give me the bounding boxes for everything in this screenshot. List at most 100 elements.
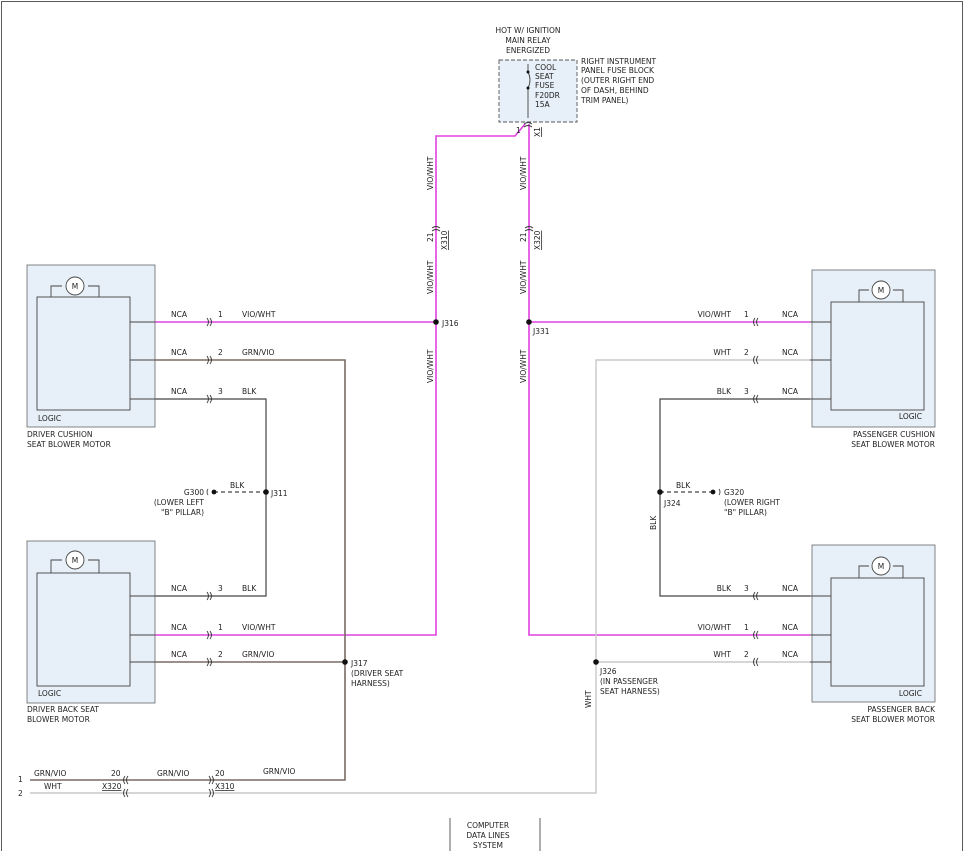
ground-g300-label-2: (LOWER LEFT — [154, 498, 205, 507]
ground-g320-label-3: "B" PILLAR) — [724, 508, 767, 517]
ground-g320-label-1: G320 — [724, 488, 744, 497]
fuse-line-2: SEAT — [535, 72, 554, 81]
passenger-cushion-motor-bracket — [858, 289, 904, 302]
wire-label-wht-vertical: WHT — [584, 690, 593, 708]
x1-label: X1 — [533, 127, 542, 137]
passenger-back-nca-1: NCA — [782, 584, 799, 593]
passenger-back-pin-3: 2 — [744, 650, 749, 659]
splice-j326-label-1: J326 — [599, 667, 617, 676]
fuse-block-name-2: PANEL FUSE BLOCK — [581, 66, 655, 75]
passenger-cushion-motor-icon — [871, 280, 891, 300]
passenger-back-motor: M LOGIC — [810, 544, 936, 703]
driver-cushion-motor-icon — [65, 276, 85, 296]
driver-cushion-name-1: DRIVER CUSHION — [27, 430, 93, 439]
fuse-line-3: FUSE — [535, 81, 555, 90]
power-condition-1: HOT W/ IGNITION — [496, 26, 561, 35]
driver-back-motor-bracket — [50, 559, 100, 573]
driver-cushion-wire-1: VIO/WHT — [242, 310, 276, 319]
passenger-back-wire-2: VIO/WHT — [698, 623, 732, 632]
bottom-line-2-wire: WHT — [44, 782, 62, 791]
splice-j326 — [593, 659, 599, 665]
driver-cushion-pin-3: 3 — [218, 387, 223, 396]
x320-pin: 21 — [519, 232, 528, 242]
wire-label-blk-g320: BLK — [676, 481, 691, 490]
system-ref-3: SYSTEM — [473, 841, 503, 850]
fuse-line-1: COOL — [535, 63, 557, 72]
passenger-back-pin-1: 3 — [744, 584, 749, 593]
driver-back-inner — [36, 572, 131, 687]
driver-cushion-pin-2: 2 — [218, 348, 223, 357]
bottom-line-1-num: 1 — [18, 775, 23, 784]
driver-back-motor-icon — [65, 550, 85, 570]
passenger-cushion-name-2: SEAT BLOWER MOTOR — [851, 440, 935, 449]
passenger-cushion-name-1: PASSENGER CUSHION — [853, 430, 935, 439]
fuse-block-name-5: TRIM PANEL) — [580, 96, 629, 105]
ground-g300-label-1: G300 — [184, 488, 204, 497]
passenger-back-motor-icon — [871, 556, 891, 576]
ground-g320-tick — [718, 488, 721, 496]
passenger-back-motor-bracket — [858, 565, 904, 578]
x1-pin: 1 — [516, 126, 521, 135]
bottom-x320-pin: 20 — [111, 769, 121, 778]
driver-back-nca-1: NCA — [171, 584, 188, 593]
driver-back-pin-3: 2 — [218, 650, 223, 659]
driver-back-motor: M LOGIC — [26, 540, 156, 704]
ground-g300-label-3: "B" PILLAR) — [161, 508, 204, 517]
driver-back-motor-letter: M — [72, 556, 78, 565]
passenger-cushion-inner — [830, 301, 925, 411]
driver-back-name-2: BLOWER MOTOR — [27, 715, 90, 724]
splice-j326-label-2: (IN PASSENGER — [600, 677, 658, 686]
passenger-back-name-2: SEAT BLOWER MOTOR — [851, 715, 935, 724]
system-ref-1: COMPUTER — [467, 821, 509, 830]
wire-wht-passenger — [30, 359, 810, 794]
splice-j311 — [263, 489, 269, 495]
fuse-line-5: 15A — [535, 100, 551, 109]
driver-cushion-motor-letter: M — [72, 282, 78, 291]
driver-back-pin-2: 1 — [218, 623, 223, 632]
passenger-back-name-1: PASSENGER BACK — [868, 705, 937, 714]
system-ref-2: DATA LINES — [466, 831, 509, 840]
driver-cushion-motor: M LOGIC — [26, 264, 156, 428]
passenger-back-inner — [830, 577, 925, 687]
driver-back-wire-2: VIO/WHT — [242, 623, 276, 632]
driver-cushion-pin-1: 1 — [218, 310, 223, 319]
passenger-cushion-motor: M LOGIC — [810, 269, 936, 428]
bottom-x310-label: X310 — [215, 782, 235, 791]
wire-vio-wht-fuse-right — [528, 124, 810, 636]
driver-cushion-wire-3: BLK — [242, 387, 257, 396]
fuse-terminal-top — [526, 70, 530, 74]
passenger-back-wire-3: WHT — [713, 650, 731, 659]
driver-cushion-wire-2: GRN/VIO — [242, 348, 275, 357]
driver-back-wire-3: GRN/VIO — [242, 650, 275, 659]
wire-label-vio-wht-right-2: VIO/WHT — [519, 260, 528, 294]
passenger-cushion-nca-2: NCA — [782, 348, 799, 357]
power-condition-2: MAIN RELAY — [505, 36, 551, 45]
passenger-back-nca-2: NCA — [782, 623, 799, 632]
splice-j331-label: J331 — [532, 327, 550, 336]
splice-j311-label: J311 — [270, 489, 288, 498]
wire-blk-passenger — [659, 398, 810, 597]
passenger-back-motor-letter: M — [878, 562, 884, 571]
splice-j324 — [657, 489, 663, 495]
ground-g300 — [211, 489, 217, 495]
driver-cushion-nca-3: NCA — [171, 387, 188, 396]
driver-cushion-logic: LOGIC — [38, 414, 61, 423]
fuse-block-name-3: (OUTER RIGHT END — [581, 76, 654, 85]
x320-label: X320 — [533, 230, 542, 250]
passenger-cushion-wire-3: BLK — [717, 387, 732, 396]
driver-cushion-name-2: SEAT BLOWER MOTOR — [27, 440, 111, 449]
driver-cushion-inner — [36, 296, 131, 411]
driver-back-wire-1: BLK — [242, 584, 257, 593]
driver-back-name-1: DRIVER BACK SEAT — [27, 705, 99, 714]
driver-back-nca-2: NCA — [171, 623, 188, 632]
wire-grn-vio-driver — [30, 359, 346, 781]
passenger-cushion-nca-1: NCA — [782, 310, 799, 319]
driver-cushion-nca-1: NCA — [171, 310, 188, 319]
fuse-block: COOL SEAT FUSE F20DR 15A — [498, 59, 578, 123]
bottom-x320-label: X320 — [102, 782, 122, 791]
passenger-back-pin-2: 1 — [744, 623, 749, 632]
x310-label: X310 — [440, 230, 449, 250]
bottom-x310-pin: 20 — [215, 769, 225, 778]
